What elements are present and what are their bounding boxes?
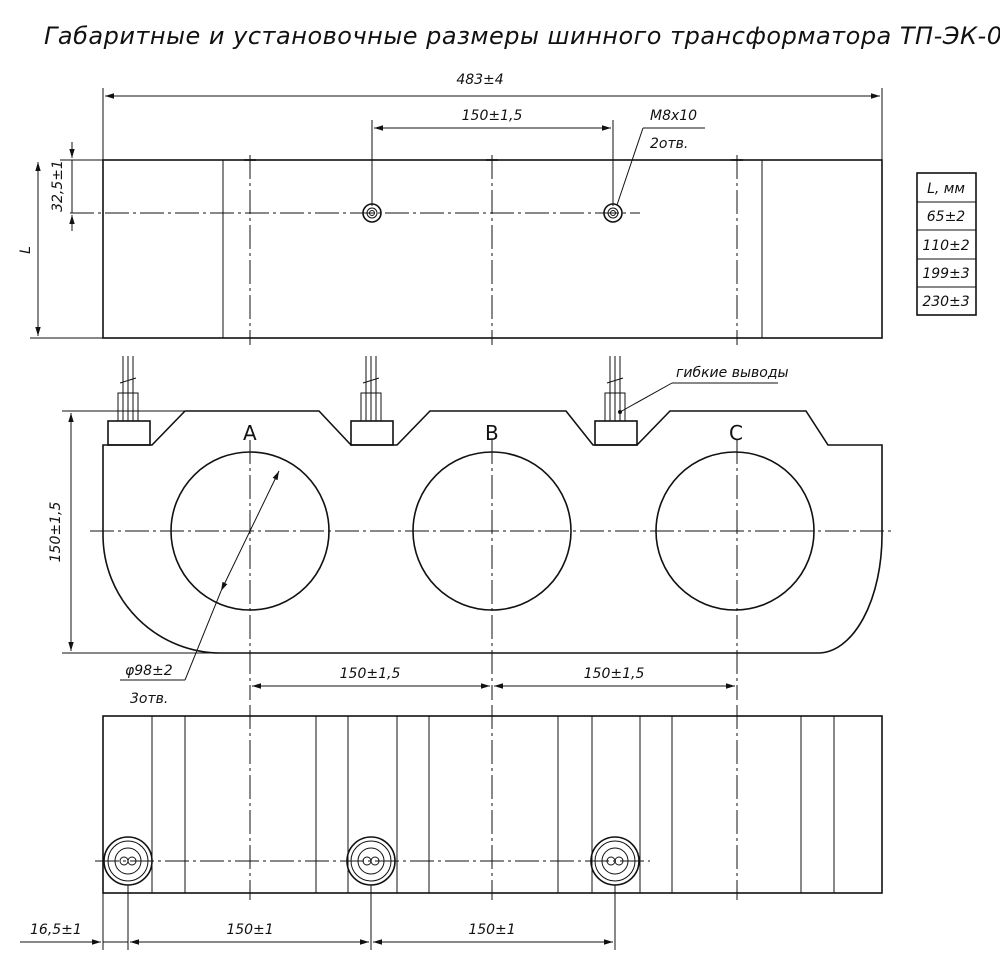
hole-spacing-label: 150±1,5	[462, 108, 523, 124]
length-table-row: 230±3	[922, 294, 969, 310]
front-view: A B C	[48, 356, 895, 707]
phase-spacing-1-label: 150±1,5	[340, 666, 401, 682]
terminal-a	[107, 356, 151, 446]
flexible-leads-label: гибкие выводы	[676, 365, 789, 381]
terminal-b	[350, 356, 394, 446]
hole-offset-label: 32,5±1	[50, 160, 66, 212]
bottom-view: 16,5±1 150±1 150±1	[20, 705, 883, 950]
window-count-label: 3отв.	[130, 691, 168, 707]
drawing-title: Габаритные и установочные размеры шинног…	[44, 22, 1000, 50]
terminal-offset-label: 16,5±1	[30, 922, 82, 938]
front-view-body	[102, 410, 883, 654]
length-table-header: L, мм	[927, 181, 965, 197]
length-table: L, мм 65±2 110±2 199±3 230±3	[916, 172, 977, 316]
phase-label-a: A	[243, 421, 257, 445]
top-view: 483±4 150±1,5 М8х10 2отв. 32,5±1 L	[18, 72, 883, 345]
stud-b	[346, 836, 396, 886]
height-label: 150±1,5	[48, 502, 64, 563]
length-table-row: 199±3	[922, 266, 969, 282]
terminal-spacing-2-label: 150±1	[468, 922, 515, 938]
overall-width-label: 483±4	[456, 72, 503, 88]
phase-label-c: C	[729, 421, 743, 445]
length-symbol-label: L	[18, 246, 34, 254]
window-diameter-label: φ98±2	[125, 663, 173, 679]
thread-count-label: 2отв.	[650, 136, 688, 152]
terminal-spacing-1-label: 150±1	[226, 922, 273, 938]
phase-spacing-2-label: 150±1,5	[584, 666, 645, 682]
thread-label: М8х10	[650, 108, 697, 124]
length-table-row: 110±2	[922, 238, 969, 254]
length-table-row: 65±2	[927, 209, 966, 225]
phase-label-b: B	[485, 421, 499, 445]
terminal-c	[594, 356, 638, 446]
